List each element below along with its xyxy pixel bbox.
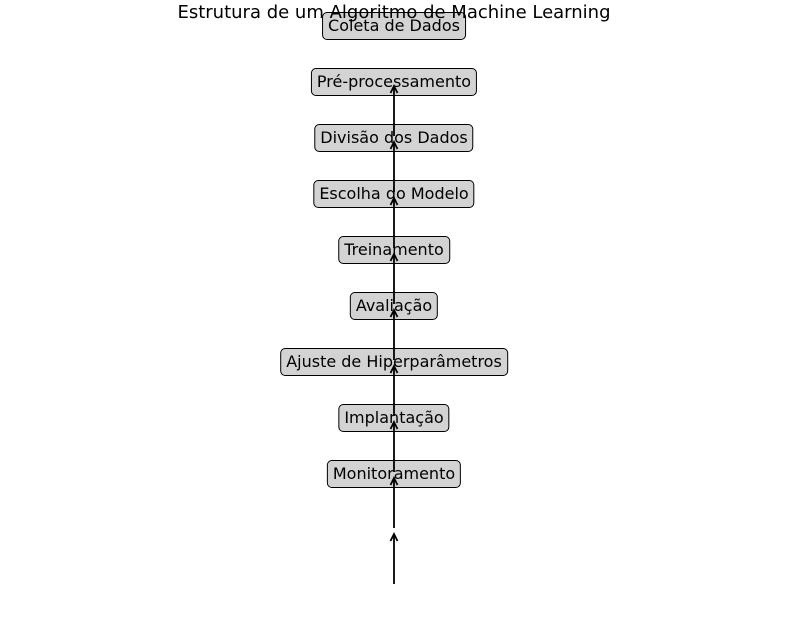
step-pre-processamento: Pré-processamento xyxy=(310,68,478,96)
arrow-layer xyxy=(389,83,399,584)
step-escolha-do-modelo: Escolha do Modelo xyxy=(313,180,475,208)
step-treinamento: Treinamento xyxy=(338,236,450,264)
diagram-title: Estrutura de um Algoritmo de Machine Lea… xyxy=(177,2,611,23)
step-coleta-de-dados: Coleta de Dados xyxy=(322,12,466,40)
step-ajuste-de-hiperparametros: Ajuste de Hiperparâmetros xyxy=(280,348,508,376)
arrowhead-9 xyxy=(389,531,399,542)
step-implantacao: Implantação xyxy=(338,404,450,432)
step-avaliacao: Avaliação xyxy=(349,292,439,320)
step-monitoramento: Monitoramento xyxy=(326,460,462,488)
step-divisao-dos-dados: Divisão dos Dados xyxy=(314,124,474,152)
